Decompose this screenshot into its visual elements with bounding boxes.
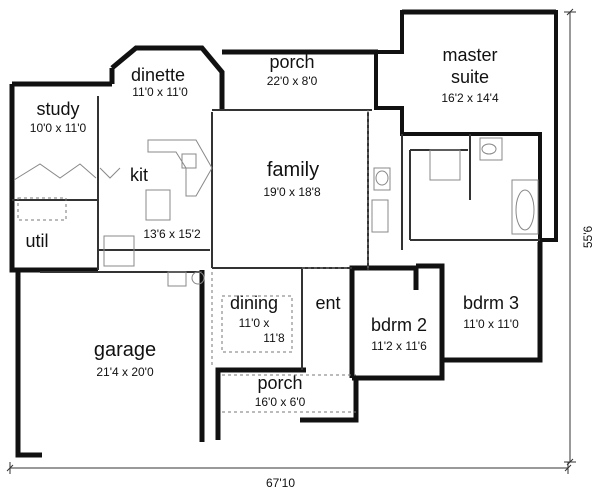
bdrm3-dims: 11'0 x 11'0 [463,317,519,331]
bdrm3-name: bdrm 3 [462,293,520,313]
dining-name: dining [229,293,279,313]
dashed-openings [17,110,369,413]
dimension-lines [6,8,576,474]
dinette-dims: 11'0 x 11'0 [132,85,188,99]
ent-name: ent [315,293,341,313]
garage-dims: 21'4 x 20'0 [96,365,154,379]
bdrm2-name: bdrm 2 [370,315,428,335]
family-name: family [266,159,320,181]
dining-dims-line1: 11'0 x [238,316,270,330]
porch-front-dims: 16'0 x 6'0 [254,395,306,409]
porch-top-name: porch [269,52,315,72]
family-dims: 19'0 x 18'8 [263,185,321,199]
bdrm2-dims: 11'2 x 11'6 [371,339,427,353]
kit-name: kit [130,165,148,185]
master-name-line1: master [442,45,498,65]
overall-width-label: 67'10 [266,476,295,490]
fixtures [13,137,539,287]
dining-dims-line2: 11'8 [263,331,285,345]
garage-name: garage [93,339,157,361]
overall-depth-label: 55'6 [581,225,595,249]
master-name-line2: suite [450,67,490,87]
master-dims: 16'2 x 14'4 [441,91,499,105]
porch-front-name: porch [257,373,303,393]
dinette-name: dinette [130,65,186,85]
util-name: util [25,231,49,251]
exterior-walls [9,9,558,458]
kit-dims: 13'6 x 15'2 [143,227,201,241]
porch-top-dims: 22'0 x 8'0 [266,74,318,88]
study-dims: 10'0 x 11'0 [29,121,87,135]
study-name: study [36,99,80,119]
